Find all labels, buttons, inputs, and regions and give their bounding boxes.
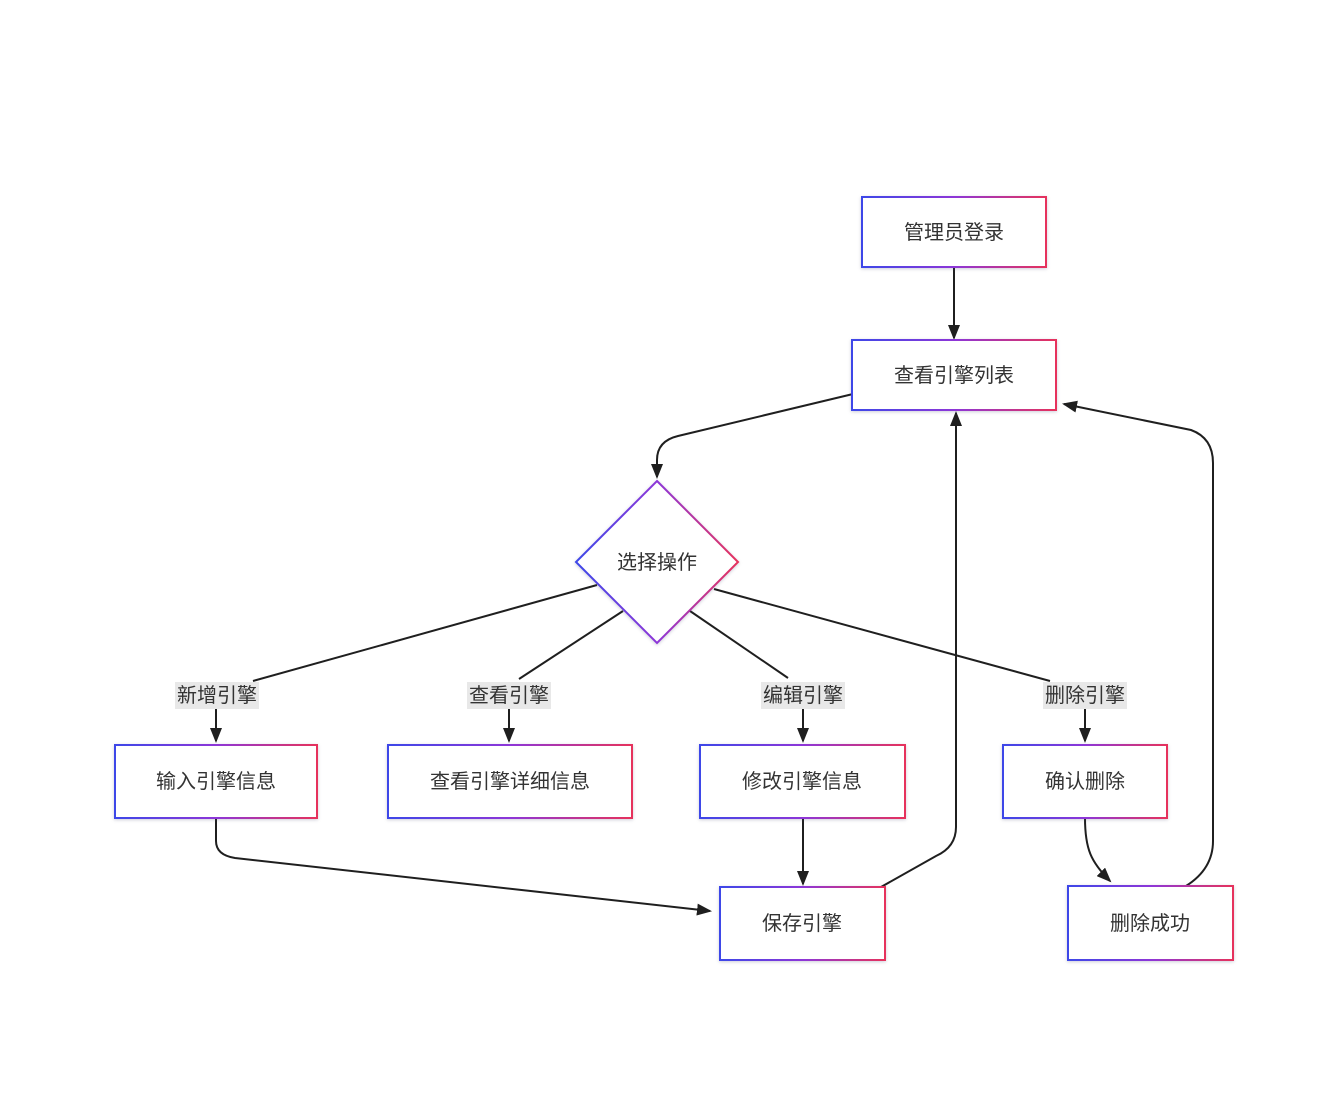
node-input-engine-info-box <box>114 744 318 819</box>
node-confirm-delete-label: 确认删除 <box>1045 770 1125 793</box>
edge-choose-to-delete-label <box>713 588 1051 682</box>
node-confirm-delete-box <box>1002 744 1168 819</box>
node-modify-engine-info-label: 修改引擎信息 <box>742 770 862 793</box>
node-modify-engine-info-box <box>699 744 906 819</box>
node-view-engine-details-box <box>387 744 633 819</box>
edge-label-view-engine-bg <box>467 682 551 709</box>
edge-success-to-list <box>1062 400 1214 887</box>
node-input-engine-info: 输入引擎信息 <box>114 744 318 819</box>
node-delete-success-label: 删除成功 <box>1110 912 1190 935</box>
edge-label-delete-engine-text: 删除引擎 <box>1045 684 1125 707</box>
node-admin-login-box <box>861 196 1047 268</box>
edge-label-edit-engine-text: 编辑引擎 <box>763 684 843 707</box>
node-view-engine-details: 查看引擎详细信息 <box>387 744 633 819</box>
node-choose-action-label: 选择操作 <box>617 551 697 574</box>
node-view-engine-list-box <box>851 339 1057 411</box>
node-view-engine-list: 查看引擎列表 <box>851 339 1057 411</box>
edge-label-add-engine-bg <box>175 682 259 709</box>
node-modify-engine-info: 修改引擎信息 <box>699 744 906 819</box>
node-input-engine-info-label: 输入引擎信息 <box>156 770 276 793</box>
node-choose-action-diamond <box>574 479 740 645</box>
edge-choose-to-view-label <box>518 610 624 680</box>
edge-label-add-engine-text: 新增引擎 <box>177 684 257 707</box>
node-admin-login-label: 管理员登录 <box>904 221 1004 244</box>
edge-label-view-engine: 查看引擎 <box>467 682 551 709</box>
edge-group <box>210 267 1214 916</box>
node-delete-success-box <box>1067 885 1234 961</box>
edge-list-to-choose <box>651 393 854 479</box>
node-save-engine-box <box>719 886 886 961</box>
edge-save-to-list <box>880 411 962 888</box>
node-admin-login: 管理员登录 <box>861 196 1047 268</box>
edge-label-delete-engine: 删除引擎 <box>1043 682 1127 709</box>
node-confirm-delete: 确认删除 <box>1002 744 1168 819</box>
node-choose-action: 选择操作 <box>574 479 740 645</box>
edge-choose-to-edit-label <box>689 610 789 679</box>
edge-label-edit-engine: 编辑引擎 <box>761 682 845 709</box>
edge-label-group: 新增引擎 查看引擎 编辑引擎 删除引擎 <box>175 682 1127 709</box>
edge-confirm-to-success <box>1084 817 1112 883</box>
node-delete-success: 删除成功 <box>1067 885 1234 961</box>
edge-label-delete-engine-bg <box>1043 682 1127 709</box>
edge-choose-to-add-label <box>252 584 598 682</box>
edge-label-view-engine-text: 查看引擎 <box>469 684 549 707</box>
edge-label-edit-engine-bg <box>761 682 845 709</box>
node-group: 管理员登录 查看引擎列表 选择操作 输入引擎信息 查看引擎详细信息 修改引擎信息 <box>114 196 1234 961</box>
edge-label-add-engine: 新增引擎 <box>175 682 259 709</box>
node-save-engine: 保存引擎 <box>719 886 886 961</box>
edge-input-to-save <box>215 818 712 916</box>
node-view-engine-list-label: 查看引擎列表 <box>894 364 1014 387</box>
node-save-engine-label: 保存引擎 <box>762 912 842 935</box>
node-view-engine-details-label: 查看引擎详细信息 <box>430 770 590 793</box>
